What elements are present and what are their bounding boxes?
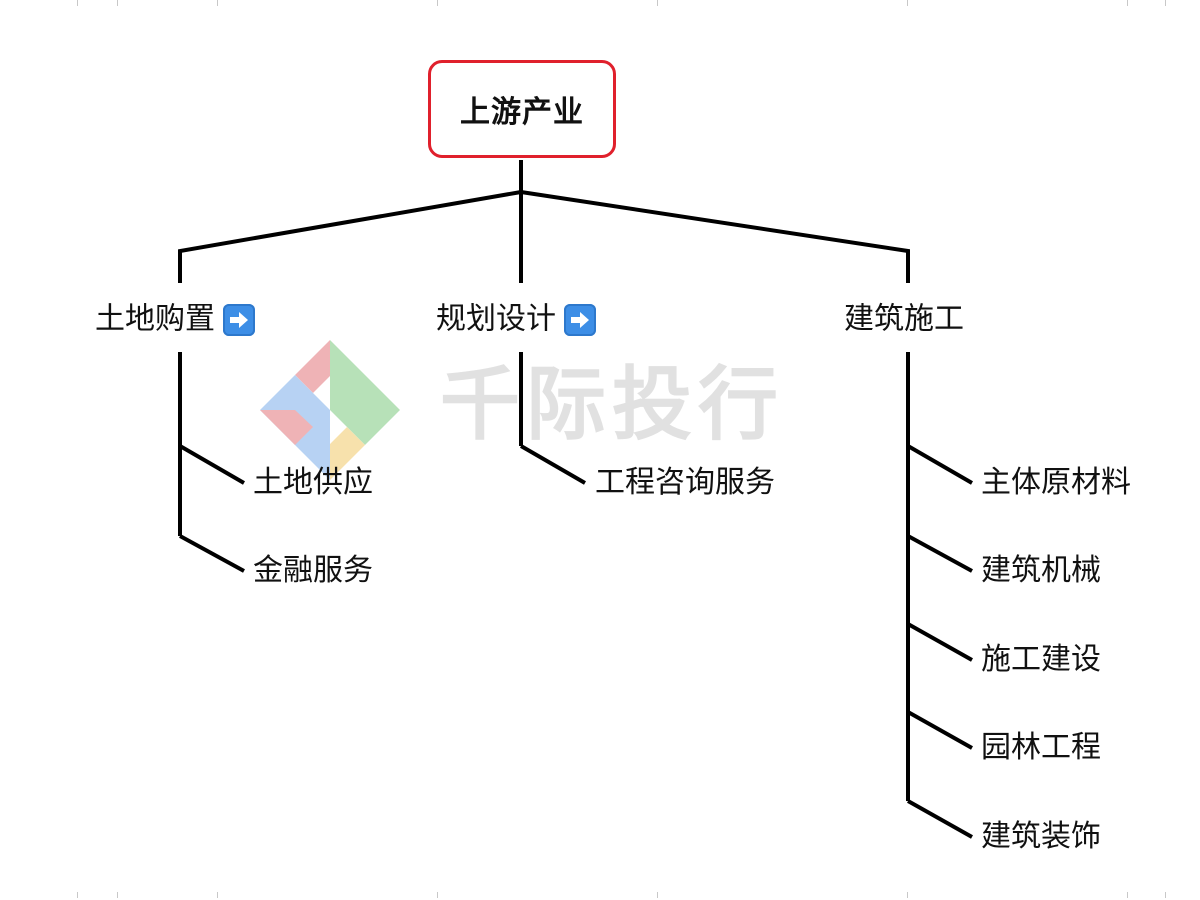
node-child-3-2[interactable]: 建筑机械 [981,553,1101,588]
connector-child-3-2 [907,534,973,573]
node-child-3-5[interactable]: 建筑装饰 [981,819,1101,854]
node-child-3-4[interactable]: 园林工程 [981,730,1101,765]
node-child-3-1[interactable]: 主体原材料 [981,465,1131,500]
node-branch-3-label: 建筑施工 [844,301,964,337]
watermark-logo-icon [260,340,400,480]
root-node-label: 上游产业 [460,95,584,130]
connector-child-1-1 [178,444,246,485]
root-node[interactable]: 上游产业 [428,60,616,158]
node-branch-3[interactable]: 建筑施工 [844,301,964,338]
page-edge-ticks-bottom [0,892,1200,900]
connector-child-3-1 [906,444,974,485]
connector-child-3-4 [907,710,973,750]
page-edge-ticks-top [0,0,1200,8]
node-branch-2[interactable]: 规划设计 [436,301,596,338]
connector-child-3-3 [907,622,973,662]
node-branch-2-label: 规划设计 [436,301,556,337]
node-child-1-2[interactable]: 金融服务 [253,553,373,588]
node-branch-1[interactable]: 土地购置 [95,301,255,338]
connector-branch-1 [178,190,522,283]
node-child-3-3[interactable]: 施工建设 [981,642,1101,677]
node-child-1-1[interactable]: 土地供应 [253,465,373,500]
connector-child-2-1 [519,444,587,485]
connector-child-1-2 [179,534,245,573]
node-branch-1-label: 土地购置 [95,301,215,337]
connector-branch-3 [520,190,910,283]
watermark: 千际投行 [255,335,795,485]
right-arrow-icon[interactable] [223,303,255,336]
right-arrow-icon[interactable] [564,303,596,336]
node-child-2-1[interactable]: 工程咨询服务 [595,465,775,500]
watermark-text: 千际投行 [440,358,784,451]
connector-child-3-5 [907,799,973,839]
